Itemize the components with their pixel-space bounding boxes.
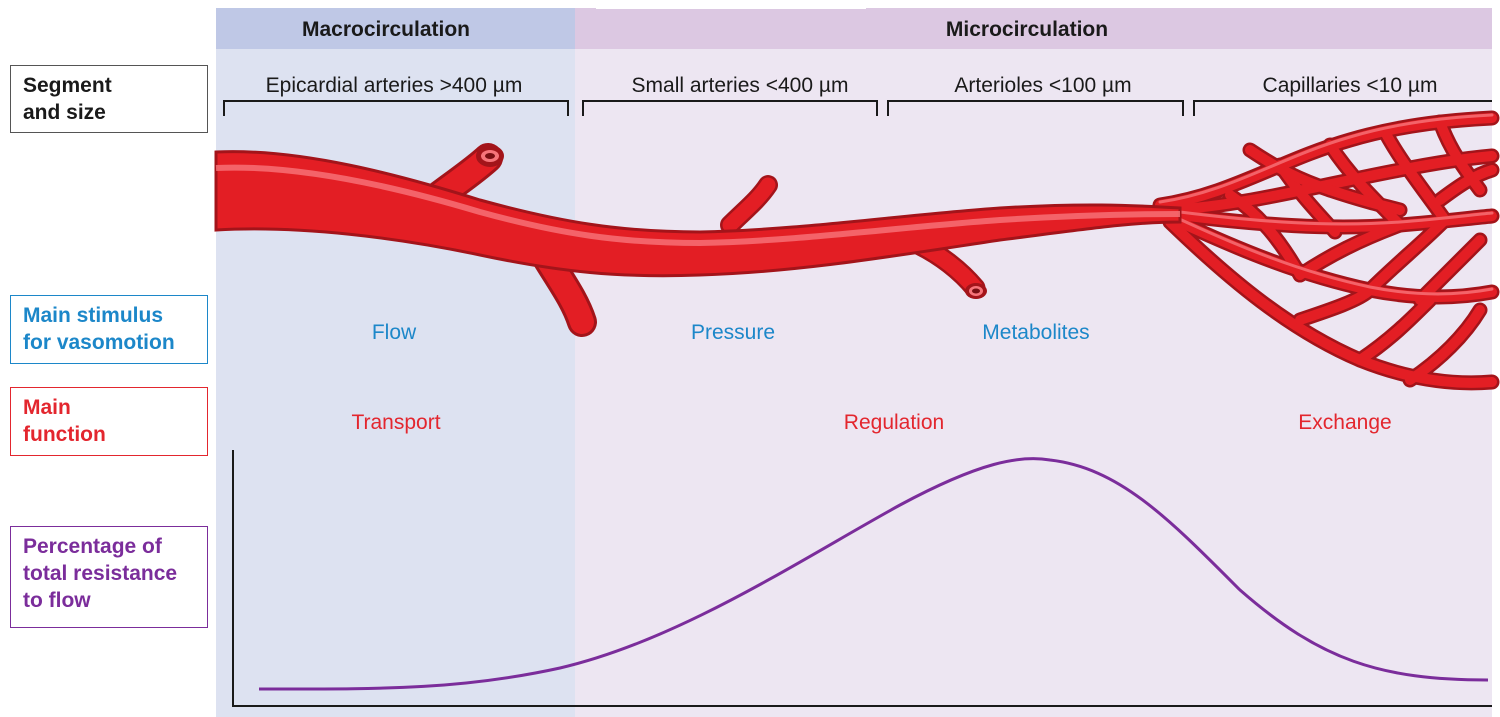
micro-header-band [575,8,1492,49]
micro-panel [575,49,1492,717]
resistance-curve [258,457,1489,691]
segment-label-capillaries: Capillaries <10 µm [1263,74,1438,97]
bracket-arterioles [887,100,1184,116]
segment-label-arterioles: Arterioles <100 µm [954,74,1131,97]
header-gap [596,6,866,9]
resistance-axes [232,450,1492,707]
bracket-epicardial [223,100,569,116]
segment-label-small-arteries: Small arteries <400 µm [632,74,849,97]
bracket-small-arteries [582,100,878,116]
row-label-main-function: Main function [10,387,208,456]
micro-header: Microcirculation [946,18,1108,41]
macro-header: Macrocirculation [302,18,470,41]
stimulus-metabolites: Metabolites [982,321,1089,344]
row-label-resistance: Percentage of total resistance to flow [10,526,208,628]
bracket-capillaries [1193,100,1492,116]
stimulus-flow: Flow [372,321,417,344]
blood-vessel-illustration [214,110,1500,391]
function-exchange: Exchange [1298,411,1391,434]
function-transport: Transport [351,411,440,434]
macro-panel [216,49,575,717]
function-regulation: Regulation [844,411,944,434]
stimulus-pressure: Pressure [691,321,775,344]
row-label-main-stimulus: Main stimulus for vasomotion [10,295,208,364]
macro-header-band [216,8,575,49]
row-label-segment-size: Segment and size [10,65,208,133]
segment-label-epicardial: Epicardial arteries >400 µm [266,74,523,97]
